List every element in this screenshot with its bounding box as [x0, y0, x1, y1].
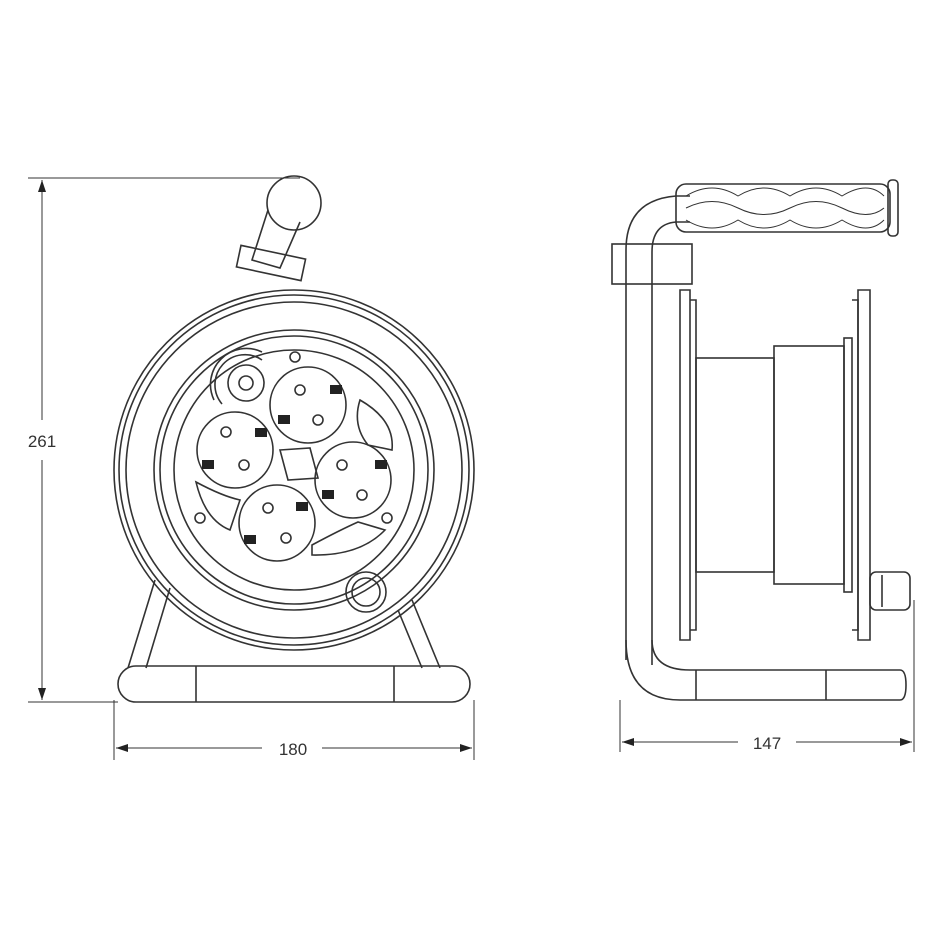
left-leg — [127, 579, 171, 669]
handle-grip — [675, 183, 891, 233]
handle-arm — [250, 209, 301, 269]
handle-clamp — [235, 244, 307, 282]
socket — [314, 441, 392, 519]
socket — [238, 484, 316, 562]
indicator-lamp — [227, 364, 265, 402]
center-diamond — [278, 447, 320, 481]
socket — [196, 411, 274, 489]
indicator-arcs — [209, 347, 263, 405]
wedge — [311, 521, 387, 556]
depth-label: 147 — [753, 734, 781, 753]
socket — [269, 366, 347, 444]
drum-inner-ring — [153, 329, 435, 611]
screw — [194, 512, 206, 524]
front-view: 261 180 — [28, 175, 475, 760]
flange-right — [857, 289, 871, 641]
crank-knob — [869, 571, 911, 611]
screw — [289, 351, 301, 363]
drum-hub — [773, 345, 845, 585]
drum-core — [695, 357, 775, 573]
handle-knob — [266, 175, 322, 231]
wedge — [194, 480, 242, 532]
side-view: 147 — [611, 179, 915, 753]
height-label: 261 — [28, 432, 56, 451]
width-label: 180 — [279, 740, 307, 759]
frame-clamp — [611, 243, 693, 285]
socket-plate — [173, 349, 415, 591]
wedge — [356, 398, 393, 451]
drum-outer — [113, 289, 475, 651]
thermal-reset-button — [345, 571, 387, 613]
flange-left — [679, 289, 691, 641]
right-leg — [397, 599, 441, 669]
frame-base — [625, 639, 907, 701]
screw — [381, 512, 393, 524]
grip-pattern — [685, 187, 885, 229]
base-bar — [117, 665, 471, 703]
